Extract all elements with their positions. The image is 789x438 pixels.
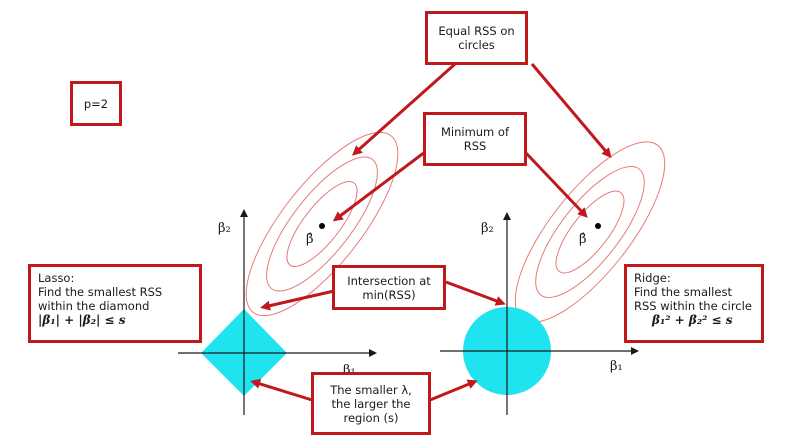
arrow-intersection-left (260, 289, 335, 311)
lasso-constraint-formula: |β₁| + |β₂| ≤ s (38, 313, 126, 327)
annotation-arrows (250, 62, 612, 402)
left-ellipses (245, 131, 399, 317)
smaller-lambda-box: The smaller λ, the larger the region (s) (311, 372, 431, 435)
smaller-lambda-line-2: the larger the (331, 396, 411, 411)
arrow-intersection-right (445, 280, 506, 306)
arrow-minimum-right (524, 151, 588, 218)
lasso-box: Lasso: Find the smallest RSS within the … (28, 264, 202, 343)
ridge-line-2: Find the smallest (634, 285, 732, 299)
right-x-axis-label: β₁ (610, 359, 623, 374)
rss-contour-middle (535, 165, 645, 299)
smaller-lambda-line-3: region (s) (343, 410, 399, 425)
left-y-axis-label: β₂ (218, 221, 231, 236)
lasso-title: Lasso: (38, 271, 75, 285)
equal-rss-line-1: Equal RSS on (438, 24, 515, 38)
right-beta-hat-point (595, 223, 601, 229)
lasso-line-3: within the diamond (38, 299, 150, 313)
arrow-minimum-left (332, 150, 426, 222)
ridge-box: Ridge: Find the smallest RSS within the … (624, 264, 764, 343)
intersection-line-1: Intersection at (347, 273, 431, 288)
p-label-box: p=2 (70, 81, 122, 126)
intersection-line-2: min(RSS) (362, 287, 416, 302)
ridge-title: Ridge: (634, 271, 671, 285)
left-beta-hat-label: β̂ (306, 232, 314, 247)
ridge-line-3: RSS within the circle (634, 299, 752, 313)
minimum-rss-line-1: Minimum of (440, 125, 510, 139)
arrow-equal-rss-right (530, 63, 612, 159)
smaller-lambda-line-1: The smaller λ, (330, 382, 412, 397)
minimum-rss-box: Minimum of RSS (423, 112, 527, 166)
intersection-box: Intersection at min(RSS) (332, 265, 446, 310)
arrow-lambda-left (250, 379, 313, 402)
rss-contour-middle (266, 156, 378, 292)
p-label-text: p=2 (83, 96, 109, 111)
right-y-axis-label: β₂ (481, 221, 494, 236)
left-beta-hat-point (319, 223, 325, 229)
rss-contour-outer (245, 131, 399, 317)
rss-contour-inner (555, 190, 625, 274)
right-beta-hat-label: β̂ (579, 232, 587, 247)
minimum-rss-line-2: RSS (463, 139, 487, 153)
arrow-lambda-right (429, 379, 478, 402)
equal-rss-box: Equal RSS on circles (425, 11, 528, 65)
rss-contour-inner (286, 181, 358, 267)
equal-rss-line-2: circles (458, 38, 495, 52)
lasso-line-2: Find the smallest RSS (38, 285, 163, 299)
ridge-constraint-formula: β₁² + β₂² ≤ s (652, 313, 733, 327)
arrow-equal-rss-left (352, 62, 456, 156)
